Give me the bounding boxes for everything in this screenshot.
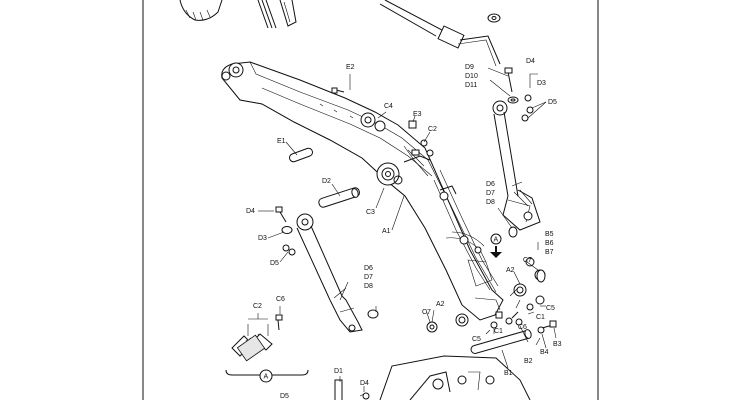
bucket-teeth-drawing (179, 0, 223, 21)
label-D4c: D4 (360, 380, 369, 387)
diagram-frame (142, 0, 599, 400)
label-D5: D5 (270, 260, 279, 267)
label-D10: D10 (465, 73, 478, 80)
label-B3: B3 (553, 341, 562, 348)
label-C2: C2 (428, 126, 437, 133)
label-C7: C7 (523, 257, 532, 264)
label-D4b: D4 (526, 58, 535, 65)
label-D6: D6 (486, 181, 495, 188)
label-C5b: C5 (472, 336, 481, 343)
label-D6b: D6 (364, 265, 373, 272)
label-A2: A2 (506, 267, 515, 274)
label-D2: D2 (322, 178, 331, 185)
label-D1: D1 (334, 368, 343, 375)
label-B1: B1 (504, 370, 513, 377)
hose-clamp-detail (231, 313, 273, 362)
bolts-and-washers (275, 67, 557, 346)
label-D3b: D3 (537, 80, 546, 87)
detail-A-callout (225, 233, 502, 383)
label-circle-A-detail: A (264, 374, 269, 381)
label-D8: D8 (486, 199, 495, 206)
label-C7b: C7 (422, 309, 431, 316)
label-D5c: D5 (280, 393, 289, 400)
label-C1b: C1 (494, 328, 503, 335)
label-E1: E1 (277, 138, 286, 145)
label-C2b: C2 (253, 303, 262, 310)
label-B6: B6 (545, 240, 554, 247)
leader-lines (258, 67, 557, 392)
label-B4: B4 (540, 349, 549, 356)
label-A1: A1 (382, 228, 391, 235)
label-E3: E3 (413, 111, 422, 118)
label-C3: C3 (366, 209, 375, 216)
arm-remnant-drawing (379, 0, 501, 67)
boom-cylinder-drawing (296, 213, 363, 333)
label-D5b: D5 (548, 99, 557, 106)
label-A2b: A2 (436, 301, 445, 308)
label-D3: D3 (258, 235, 267, 242)
label-C6b: C6 (276, 296, 285, 303)
label-B5: B5 (545, 231, 554, 238)
label-C6: C6 (518, 324, 527, 331)
label-D4: D4 (246, 208, 255, 215)
boom-body (221, 61, 504, 321)
label-D7b: D7 (364, 274, 373, 281)
label-D11: D11 (465, 82, 477, 89)
label-B7: B7 (545, 249, 554, 256)
label-D9: D9 (465, 64, 474, 71)
pins (288, 147, 532, 400)
part-labels: E2 C4 E3 C2 E1 D2 C3 D4 D3 D5 A1 D9 D10 … (246, 58, 562, 400)
hose-bundle-drawing (257, 0, 297, 29)
label-D7: D7 (486, 190, 495, 197)
label-C5: C5 (546, 305, 555, 312)
boom-foot-bracket (359, 355, 531, 400)
arm-cylinder-drawing (492, 100, 541, 231)
label-D8b: D8 (364, 283, 373, 290)
label-C4: C4 (384, 103, 393, 110)
label-circle-A: A (494, 237, 499, 244)
label-C1: C1 (536, 314, 545, 321)
label-E2: E2 (346, 64, 355, 71)
label-B2: B2 (524, 358, 533, 365)
